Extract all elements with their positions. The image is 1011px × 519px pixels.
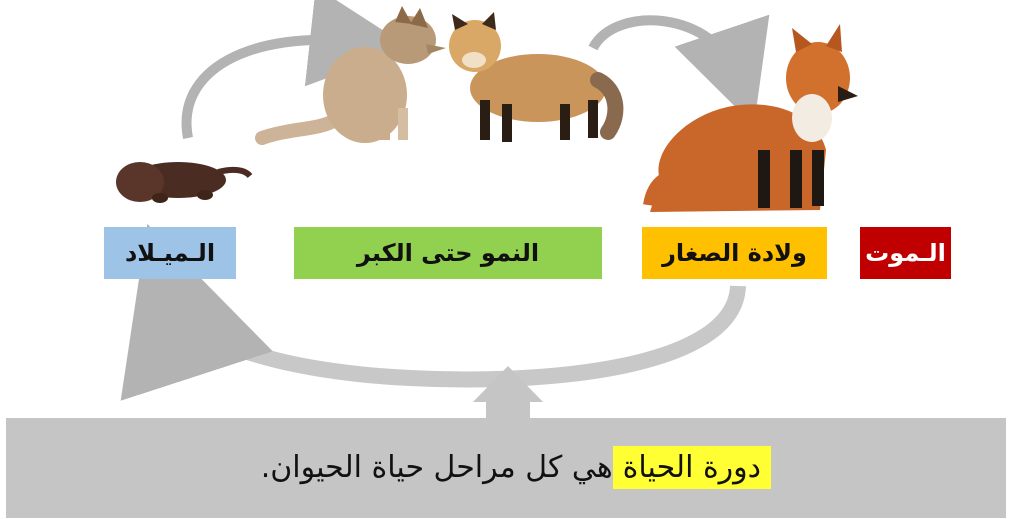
definition-banner — [6, 418, 1006, 518]
young-foxes-image — [255, 6, 624, 145]
arrow-banner-up — [473, 366, 543, 420]
stage-reproduction-label: ولادة الصغار — [642, 227, 827, 279]
stage-birth-label: الـميـلاد — [104, 227, 236, 279]
definition-text: دورة الحياة هي كل مراحل حياة الحيوان. — [261, 440, 771, 494]
stage-death-label: الـموت — [860, 227, 951, 279]
adult-fox-image — [643, 24, 858, 212]
arrow-birth-to-growth — [181, 0, 410, 139]
definition-rest: هي كل مراحل حياة الحيوان. — [260, 449, 613, 485]
stage-growth-label: النمو حتى الكبر — [294, 227, 602, 279]
definition-term-highlight: دورة الحياة — [612, 445, 771, 489]
arrow-reproduction-to-birth — [120, 223, 746, 401]
arrow-growth-to-reproduction — [588, 14, 770, 126]
newborn-pup-image — [116, 162, 253, 203]
